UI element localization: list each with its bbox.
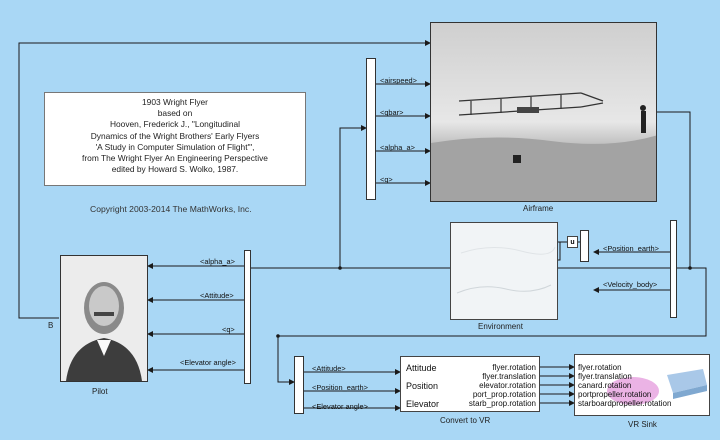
signal-label-elevator-pilot: <Elevator angle> [180,358,236,367]
signal-label-velocity-body: <Velocity_body> [603,280,657,289]
signal-label-airspeed: <airspeed> [380,76,417,85]
note-line: based on [49,108,301,119]
signal-label-elevator-vr: <Elevator angle> [312,402,368,411]
vr-sink-in-port: starboardpropeller.rotation [578,399,671,409]
airframe-label: Airframe [523,204,553,213]
model-description-note[interactable]: 1903 Wright Flyer based on Hooven, Frede… [44,92,306,186]
note-line: from The Wright Flyer An Engineering Per… [49,153,301,164]
vr-sink-label: VR Sink [628,420,657,429]
signal-label-attitude-pilot: <Attitude> [200,291,234,300]
signal-label-alpha-a-pilot: <alpha_a> [200,257,235,266]
signal-label-g: <g> [380,175,393,184]
vr-bus-selector[interactable] [294,356,304,414]
environment-icon [451,223,557,319]
environment-label: Environment [478,322,523,331]
state-bus-selector[interactable] [670,220,677,318]
environment-input-selector[interactable] [580,230,589,262]
airframe-bus-selector[interactable] [366,58,376,200]
copyright-text: Copyright 2003-2014 The MathWorks, Inc. [90,204,252,214]
note-line: 1903 Wright Flyer [49,97,301,108]
signal-label-alpha-a: <alpha_a> [380,143,415,152]
pilot-output-label: B [48,321,53,330]
airframe-photo [431,23,657,202]
convert-in-port: Position [406,381,438,391]
convert-to-vr-block[interactable]: Attitude Position Elevator flyer.rotatio… [400,356,540,412]
note-line: 'A Study in Computer Simulation of Fligh… [49,142,301,153]
convert-out-port: starb_prop.rotation [469,399,536,409]
convert-to-vr-label: Convert to VR [440,416,490,425]
selector-u-glyph: u [570,239,574,246]
airframe-block[interactable] [430,22,657,202]
environment-block[interactable] [450,222,558,320]
note-line: Dynamics of the Wright Brothers' Early F… [49,131,301,142]
pilot-block[interactable] [60,255,148,382]
signal-label-q-pilot: <q> [222,325,235,334]
convert-in-port: Attitude [406,363,437,373]
signal-label-qbar: <qbar> [380,108,403,117]
signal-label-position-earth: <Position_earth> [603,244,659,253]
convert-in-port: Elevator [406,399,439,409]
note-line: Hooven, Frederick J., "Longitudinal [49,119,301,130]
pilot-photo [61,256,147,381]
signal-label-position-vr: <Position_earth> [312,383,368,392]
selector-u-block[interactable]: u [567,236,578,248]
pilot-label: Pilot [92,387,108,396]
pilot-bus-selector[interactable] [244,250,251,384]
note-line: edited by Howard S. Wolko, 1987. [49,164,301,175]
vr-sink-block[interactable]: flyer.rotation flyer.translation canard.… [574,354,710,416]
signal-label-attitude-vr: <Attitude> [312,364,346,373]
